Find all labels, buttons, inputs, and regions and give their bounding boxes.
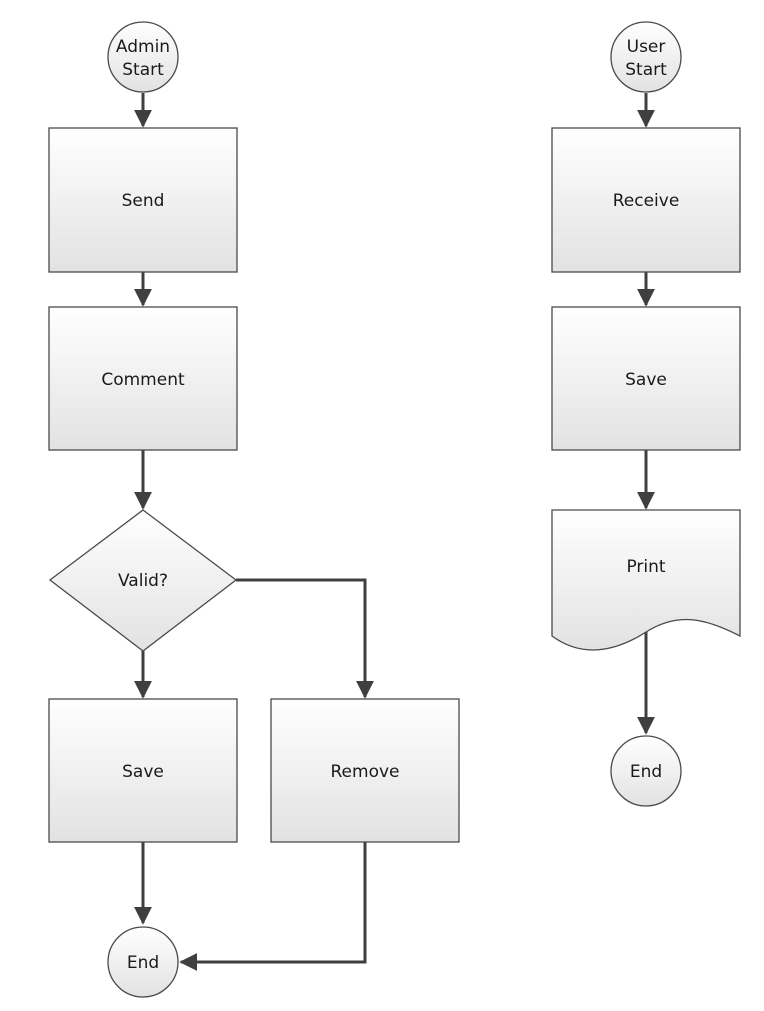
admin-save-process-node: Save: [48, 698, 238, 843]
send-label: Send: [122, 191, 165, 211]
admin-edges: [134, 93, 374, 971]
admin-start-node: Admin Start: [107, 21, 179, 93]
send-process-node: Send: [48, 127, 238, 273]
decision-diamond: [48, 509, 238, 652]
start-circle: [610, 21, 682, 93]
process-box: [48, 127, 238, 273]
admin-start-line1: Admin: [116, 37, 170, 57]
user-start-line1: User: [627, 37, 666, 57]
admin-start-line2: Start: [122, 60, 164, 80]
process-box: [48, 698, 238, 843]
valid-label: Valid?: [118, 571, 168, 591]
start-circle: [107, 21, 179, 93]
receive-process-node: Receive: [551, 127, 741, 273]
document-shape: [551, 509, 741, 651]
edge-valid-to-remove: [236, 578, 374, 699]
user-start-node: User Start: [610, 21, 682, 93]
remove-label: Remove: [331, 762, 400, 782]
edge-remove-to-end: [179, 842, 367, 971]
admin-save-label: Save: [122, 762, 164, 782]
receive-label: Receive: [613, 191, 680, 211]
process-box: [270, 698, 460, 843]
user-start-line2: Start: [625, 60, 667, 80]
comment-label: Comment: [101, 370, 185, 390]
admin-end-node: End: [107, 926, 179, 998]
process-box: [551, 127, 741, 273]
print-document-node: Print: [551, 509, 741, 651]
comment-process-node: Comment: [48, 306, 238, 451]
print-label: Print: [626, 557, 665, 577]
user-end-node: End: [610, 735, 682, 807]
end-circle: [610, 735, 682, 807]
user-save-label: Save: [625, 370, 667, 390]
user-end-label: End: [630, 762, 662, 782]
admin-end-label: End: [127, 953, 159, 973]
end-circle: [107, 926, 179, 998]
user-save-process-node: Save: [551, 306, 741, 451]
process-box: [551, 306, 741, 451]
remove-process-node: Remove: [270, 698, 460, 843]
valid-decision-node: Valid?: [48, 509, 238, 652]
process-box: [48, 306, 238, 451]
